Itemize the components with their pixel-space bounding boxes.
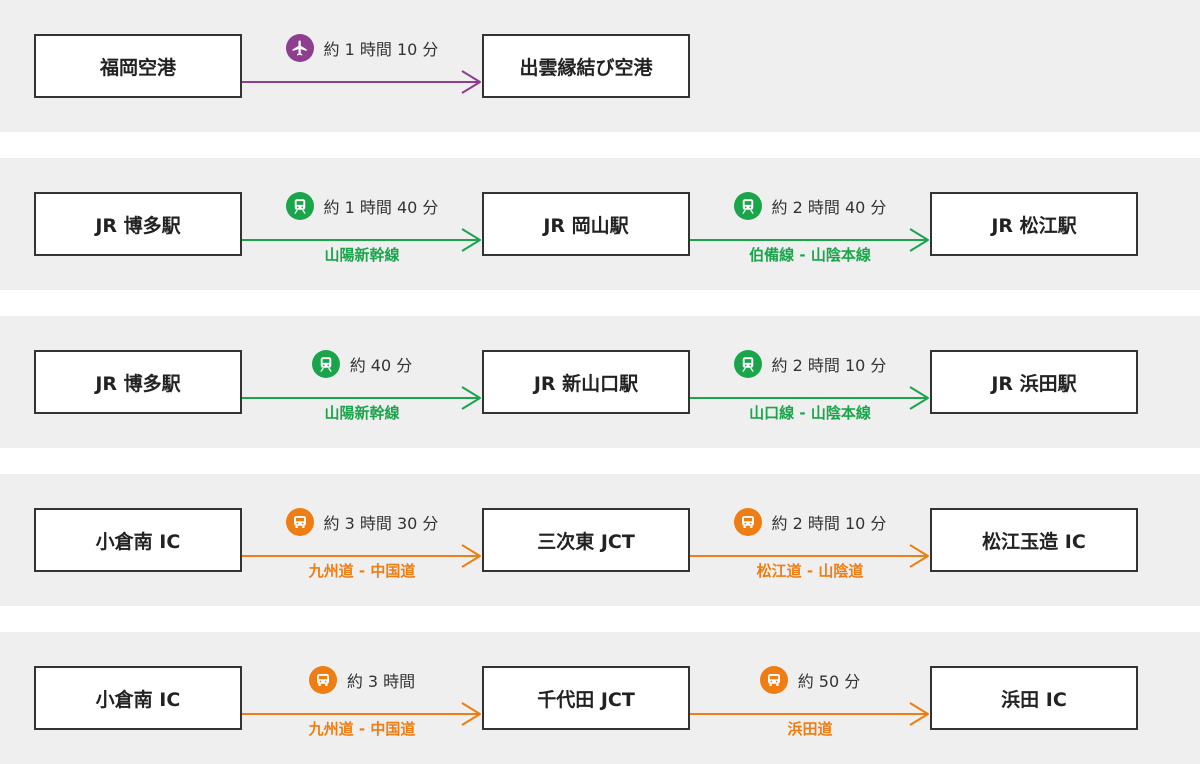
location-node: JR 岡山駅 xyxy=(482,192,690,256)
location-node: 小倉南 IC xyxy=(34,508,242,572)
route-segment: 約 3 時間九州道 - 中国道 xyxy=(242,664,482,764)
route-line-name: 九州道 - 中国道 xyxy=(308,720,416,738)
route-arrow xyxy=(690,544,929,568)
route-line-name: 山口線 - 山陰本線 xyxy=(749,404,871,422)
route-arrow xyxy=(242,702,481,726)
route-line-name: 山陽新幹線 xyxy=(324,246,400,264)
location-node: JR 新山口駅 xyxy=(482,350,690,414)
route-arrow xyxy=(242,386,481,410)
route-segment: 約 3 時間 30 分九州道 - 中国道 xyxy=(242,506,482,606)
train-icon xyxy=(733,192,762,220)
route-segment: 約 1 時間 40 分山陽新幹線 xyxy=(242,190,482,290)
route-segment: 約 2 時間 10 分山口線 - 山陰本線 xyxy=(690,348,930,448)
route-arrow xyxy=(690,702,929,726)
bus-icon xyxy=(308,666,337,694)
travel-time: 約 2 時間 40 分 xyxy=(771,198,887,217)
airplane-icon xyxy=(285,34,314,62)
location-node: JR 松江駅 xyxy=(930,192,1138,256)
route-segment: 約 2 時間 10 分松江道 - 山陰道 xyxy=(690,506,930,606)
route-line-name: 山陽新幹線 xyxy=(324,404,400,422)
train-icon xyxy=(311,350,340,378)
travel-time: 約 50 分 xyxy=(797,672,861,691)
travel-time: 約 1 時間 40 分 xyxy=(323,198,439,217)
route-line-name: 伯備線 - 山陰本線 xyxy=(749,246,871,264)
route-segment: 約 2 時間 40 分伯備線 - 山陰本線 xyxy=(690,190,930,290)
location-node: JR 浜田駅 xyxy=(930,350,1138,414)
bus-icon xyxy=(759,666,788,694)
location-node: JR 博多駅 xyxy=(34,192,242,256)
location-node: 千代田 JCT xyxy=(482,666,690,730)
travel-time: 約 3 時間 30 分 xyxy=(323,514,439,533)
bus-icon xyxy=(285,508,314,536)
location-node: 三次東 JCT xyxy=(482,508,690,572)
location-node: 浜田 IC xyxy=(930,666,1138,730)
route-arrow xyxy=(690,228,929,252)
route-line-name: 九州道 - 中国道 xyxy=(308,562,416,580)
route-arrow xyxy=(242,228,481,252)
bus-icon xyxy=(733,508,762,536)
location-node: 出雲縁結び空港 xyxy=(482,34,690,98)
route-arrow xyxy=(242,70,481,94)
travel-time: 約 2 時間 10 分 xyxy=(771,356,887,375)
route-arrow xyxy=(242,544,481,568)
location-node: JR 博多駅 xyxy=(34,350,242,414)
train-icon xyxy=(733,350,762,378)
route-segment: 約 1 時間 10 分 xyxy=(242,32,482,132)
location-node: 松江玉造 IC xyxy=(930,508,1138,572)
route-line-name: 松江道 - 山陰道 xyxy=(756,562,864,580)
route-arrow xyxy=(690,386,929,410)
location-node: 福岡空港 xyxy=(34,34,242,98)
travel-time: 約 40 分 xyxy=(349,356,413,375)
route-segment: 約 40 分山陽新幹線 xyxy=(242,348,482,448)
train-icon xyxy=(285,192,314,220)
route-segment: 約 50 分浜田道 xyxy=(690,664,930,764)
location-node: 小倉南 IC xyxy=(34,666,242,730)
travel-time: 約 1 時間 10 分 xyxy=(323,40,439,59)
travel-time: 約 3 時間 xyxy=(346,672,416,691)
travel-time: 約 2 時間 10 分 xyxy=(771,514,887,533)
route-line-name: 浜田道 xyxy=(787,720,833,738)
